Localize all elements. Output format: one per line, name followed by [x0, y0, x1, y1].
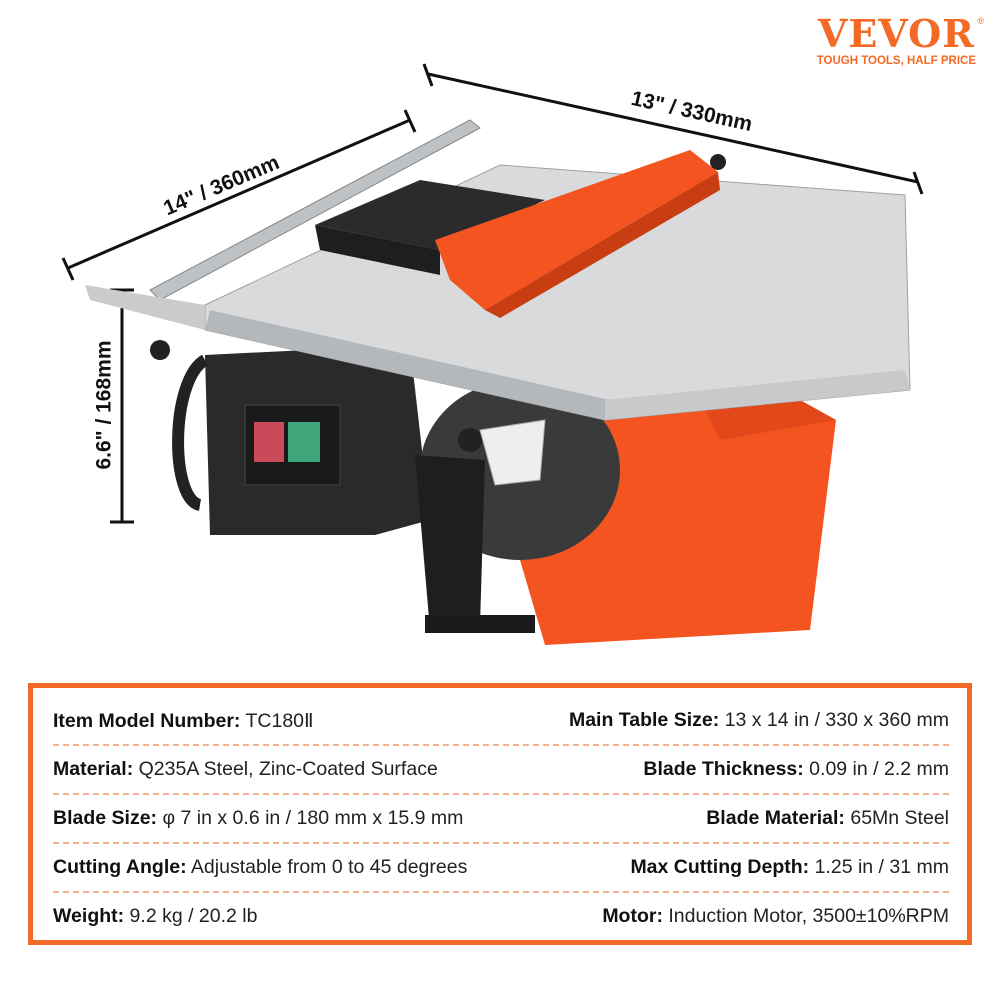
side-rail — [149, 119, 481, 301]
row-separator — [53, 891, 949, 893]
spec-model: Item Model Number: TC180Ⅱ — [53, 709, 314, 732]
spec-motor: Motor: Induction Motor, 3500±10%RPM — [602, 905, 949, 927]
specifications-table: Item Model Number: TC180Ⅱ Main Table Siz… — [28, 683, 972, 945]
spec-row: Item Model Number: TC180Ⅱ Main Table Siz… — [53, 696, 949, 745]
tilt-knob — [458, 428, 482, 452]
spec-row: Blade Size: φ 7 in x 0.6 in / 180 mm x 1… — [53, 794, 949, 843]
logo-brand: VEVOR — [817, 11, 975, 56]
spec-row: Weight: 9.2 kg / 20.2 lb Motor: Inductio… — [53, 892, 949, 941]
vevor-logo: VEVOR ® TOUGH TOOLS, HALF PRICE — [816, 11, 984, 68]
spec-weight: Weight: 9.2 kg / 20.2 lb — [53, 905, 258, 927]
logo-registered: ® — [977, 16, 984, 26]
row-separator — [53, 842, 949, 844]
row-separator — [53, 744, 949, 746]
spec-blade-size: Blade Size: φ 7 in x 0.6 in / 180 mm x 1… — [53, 807, 464, 829]
blade-guard — [435, 150, 718, 310]
row-separator — [53, 793, 949, 795]
spec-row: Material: Q235A Steel, Zinc-Coated Surfa… — [53, 745, 949, 794]
logo-tagline: TOUGH TOOLS, HALF PRICE — [816, 55, 976, 67]
spec-blade-material: Blade Material: 65Mn Steel — [706, 807, 949, 829]
spec-table-size: Main Table Size: 13 x 14 in / 330 x 360 … — [568, 709, 949, 731]
spec-material: Material: Q235A Steel, Zinc-Coated Surfa… — [53, 758, 438, 780]
tile-saw-illustration — [61, 63, 924, 645]
spec-blade-thickness: Blade Thickness: 0.09 in / 2.2 mm — [643, 758, 949, 780]
on-switch — [288, 422, 320, 462]
off-switch — [254, 422, 284, 462]
dimension-lines — [61, 63, 924, 524]
guide-block — [315, 180, 545, 250]
fence-knob — [150, 340, 170, 360]
spec-row: Cutting Angle: Adjustable from 0 to 45 d… — [53, 843, 949, 892]
spec-max-cutting-depth: Max Cutting Depth: 1.25 in / 31 mm — [630, 856, 949, 878]
spec-cutting-angle: Cutting Angle: Adjustable from 0 to 45 d… — [53, 856, 468, 878]
label-plate — [415, 455, 485, 630]
height-dimension-label: 6.6" / 168mm — [92, 340, 116, 470]
